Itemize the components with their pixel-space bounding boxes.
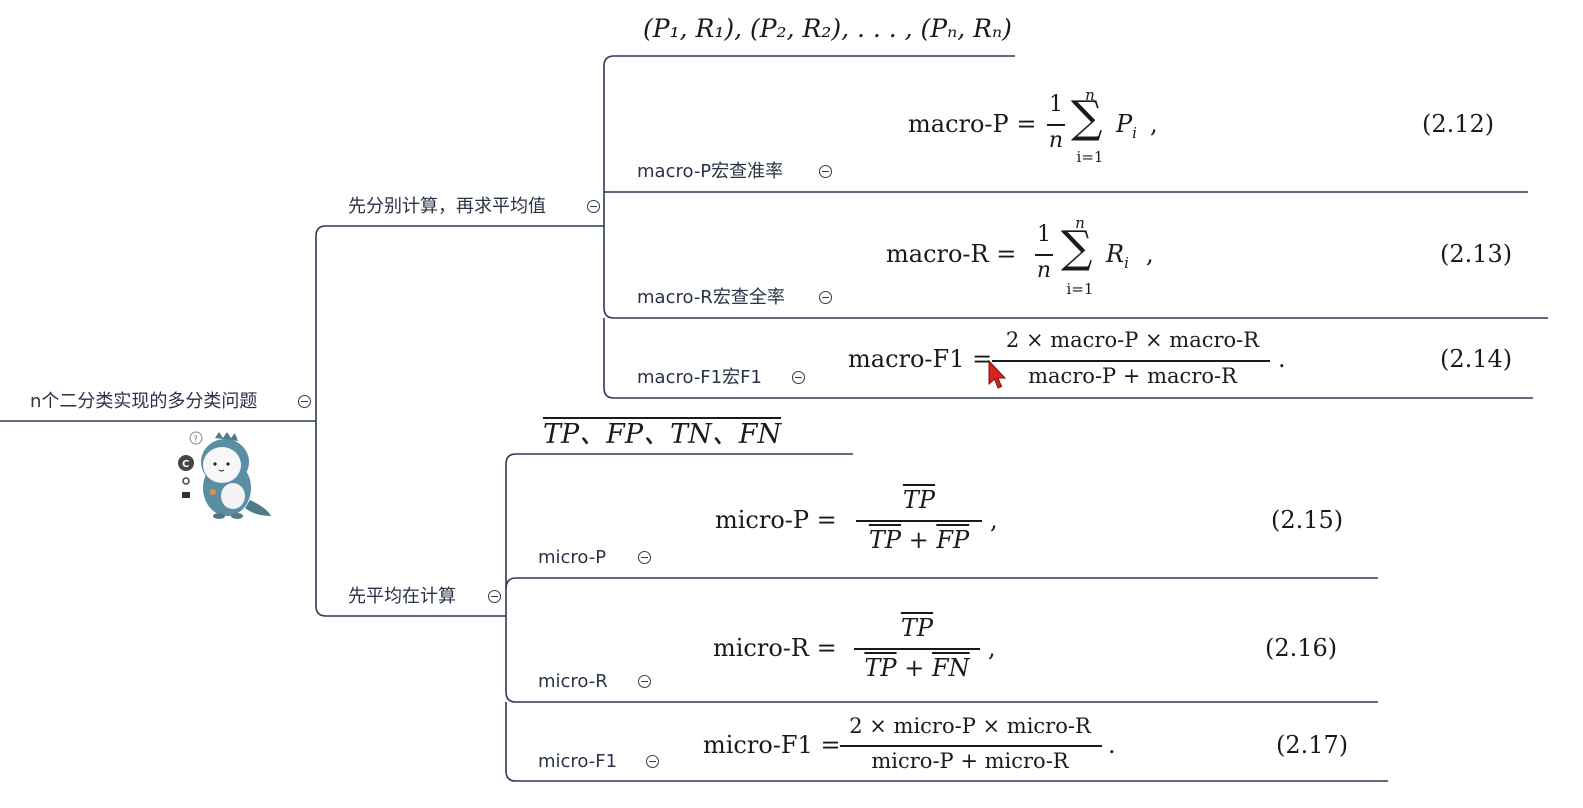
macro-f1-tail: . bbox=[1278, 345, 1286, 373]
collapse-icon[interactable] bbox=[488, 590, 501, 603]
macro-p-term-main: P bbox=[1116, 110, 1133, 138]
copyright-icon: C bbox=[182, 459, 189, 470]
micro-f1-eq-number: (2.17) bbox=[1276, 731, 1349, 759]
macro-p-sum-top: n bbox=[1085, 86, 1095, 104]
macro-r-sum-top: n bbox=[1075, 214, 1085, 232]
macro-r-term-main: R bbox=[1106, 240, 1125, 268]
micro-f1-label[interactable]: micro-F1 bbox=[538, 751, 618, 772]
svg-text:?: ? bbox=[194, 435, 198, 444]
micro-r-den-b: FN bbox=[931, 654, 970, 682]
macro-p-sum-sign: ∑ bbox=[1071, 92, 1103, 143]
micro-r-frac-num: TP bbox=[850, 614, 984, 642]
micro-p-frac-den: TP + FP bbox=[852, 526, 986, 554]
macro-f1-eq-number: (2.14) bbox=[1440, 345, 1513, 373]
macro-p-frac-den: n bbox=[1048, 128, 1064, 153]
macro-r-frac-bar bbox=[1035, 254, 1053, 256]
dinosaur-sticker: ? C bbox=[178, 431, 271, 519]
micro-p-den-b: FP bbox=[936, 526, 970, 554]
root-node-label[interactable]: n个二分类实现的多分类问题 bbox=[30, 391, 258, 412]
macro-f1-frac-num: 2 × macro-P × macro-R bbox=[1005, 328, 1260, 352]
micro-f1-frac-den: micro-P + micro-R bbox=[871, 749, 1069, 773]
collapse-icon[interactable] bbox=[298, 395, 311, 408]
micro-p-den-a: TP bbox=[868, 526, 901, 554]
macro-f1-frac-den: macro-P + macro-R bbox=[1028, 364, 1237, 388]
micro-r-frac-den: TP + FN bbox=[850, 654, 984, 682]
micro-r-frac-bar bbox=[854, 648, 980, 650]
micro-r-tail: , bbox=[988, 634, 996, 662]
collapse-icon[interactable] bbox=[646, 755, 659, 768]
macro-p-lhs: macro-P = bbox=[908, 110, 1037, 138]
micro-p-eq-number: (2.15) bbox=[1271, 506, 1344, 534]
macro-header-formula: (P₁, R₁), (P₂, R₂), . . . , (Pₙ, Rₙ) bbox=[643, 14, 1012, 43]
macro-r-tail: , bbox=[1146, 240, 1154, 268]
micro-r-eq-number: (2.16) bbox=[1265, 634, 1338, 662]
micro-r-label[interactable]: micro-R bbox=[538, 671, 608, 692]
micro-header-formula: TP、FP、TN、FN bbox=[543, 412, 781, 451]
micro-r-den-a: TP bbox=[864, 654, 897, 682]
micro-p-frac-bar bbox=[856, 520, 982, 522]
micro-f1-tail: . bbox=[1108, 731, 1116, 759]
macro-r-frac-num: 1 bbox=[1037, 222, 1051, 247]
micro-f1-frac-bar bbox=[840, 745, 1102, 747]
micro-p-frac-num: TP bbox=[852, 486, 986, 514]
cursor-arrow-icon bbox=[988, 360, 1006, 389]
macro-r-term-sub: i bbox=[1124, 253, 1129, 272]
micro-header-text: TP、FP、TN、FN bbox=[543, 419, 782, 450]
macro-r-term: Ri bbox=[1106, 240, 1129, 272]
macro-p-tail: , bbox=[1150, 110, 1158, 138]
micro-p-den-op: + bbox=[908, 526, 929, 554]
branch-macro-label[interactable]: 先分别计算，再求平均值 bbox=[348, 196, 546, 217]
collapse-icon[interactable] bbox=[638, 675, 651, 688]
micro-p-label[interactable]: micro-P bbox=[538, 547, 607, 568]
micro-r-num-text: TP bbox=[900, 614, 934, 642]
macro-p-eq-number: (2.12) bbox=[1422, 110, 1495, 138]
macro-p-frac-num: 1 bbox=[1049, 92, 1063, 117]
macro-r-label[interactable]: macro-R宏查全率 bbox=[637, 287, 785, 308]
macro-p-sum-bot: i=1 bbox=[1076, 148, 1104, 166]
collapse-icon[interactable] bbox=[792, 371, 805, 384]
macro-r-sum-sign: ∑ bbox=[1061, 222, 1093, 273]
macro-r-eq-number: (2.13) bbox=[1440, 240, 1513, 268]
micro-f1-lhs: micro-F1 = bbox=[703, 731, 841, 759]
collapse-icon[interactable] bbox=[638, 551, 651, 564]
collapse-icon[interactable] bbox=[819, 165, 832, 178]
micro-p-num-text: TP bbox=[902, 486, 936, 514]
micro-r-den-op: + bbox=[904, 654, 925, 682]
micro-r-lhs: micro-R = bbox=[713, 634, 837, 662]
macro-f1-lhs: macro-F1 = bbox=[848, 345, 993, 373]
macro-f1-label[interactable]: macro-F1宏F1 bbox=[637, 367, 762, 388]
micro-p-tail: , bbox=[990, 506, 998, 534]
macro-p-term: Pi bbox=[1116, 110, 1137, 142]
collapse-icon[interactable] bbox=[587, 200, 600, 213]
collapse-icon[interactable] bbox=[819, 291, 832, 304]
macro-f1-frac-bar bbox=[992, 360, 1270, 362]
macro-r-lhs: macro-R = bbox=[886, 240, 1017, 268]
macro-p-term-sub: i bbox=[1132, 123, 1137, 142]
macro-p-label[interactable]: macro-P宏查准率 bbox=[637, 161, 784, 182]
micro-p-lhs: micro-P = bbox=[715, 506, 837, 534]
macro-r-sum-bot: i=1 bbox=[1066, 280, 1094, 298]
macro-p-frac-bar bbox=[1047, 124, 1065, 126]
micro-f1-frac-num: 2 × micro-P × micro-R bbox=[849, 714, 1091, 738]
macro-r-frac-den: n bbox=[1036, 258, 1052, 283]
branch-micro-label[interactable]: 先平均在计算 bbox=[348, 586, 456, 607]
